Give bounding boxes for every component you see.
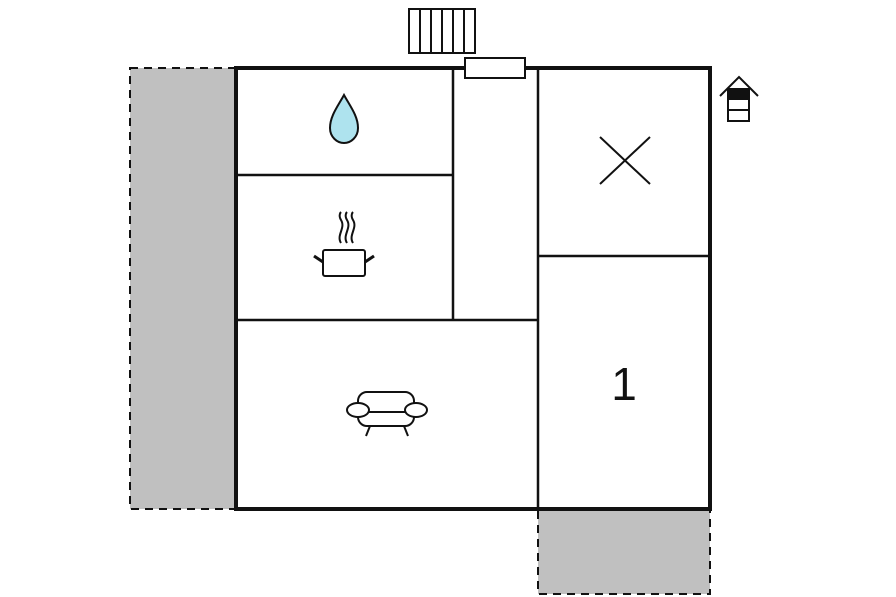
terrace-bottom (537, 508, 711, 595)
cross-icon (599, 136, 651, 185)
terrace-left (129, 67, 237, 510)
cooking-pot-icon (313, 211, 375, 277)
water-drop-icon (328, 92, 360, 145)
house-level-icon (719, 75, 759, 122)
sofa-icon (346, 391, 428, 437)
interior-walls (236, 68, 710, 509)
stairs-icon (408, 8, 476, 54)
bedroom-number-label: 1 (611, 358, 637, 410)
outer-wall (234, 66, 712, 511)
entrance-door (464, 57, 526, 79)
